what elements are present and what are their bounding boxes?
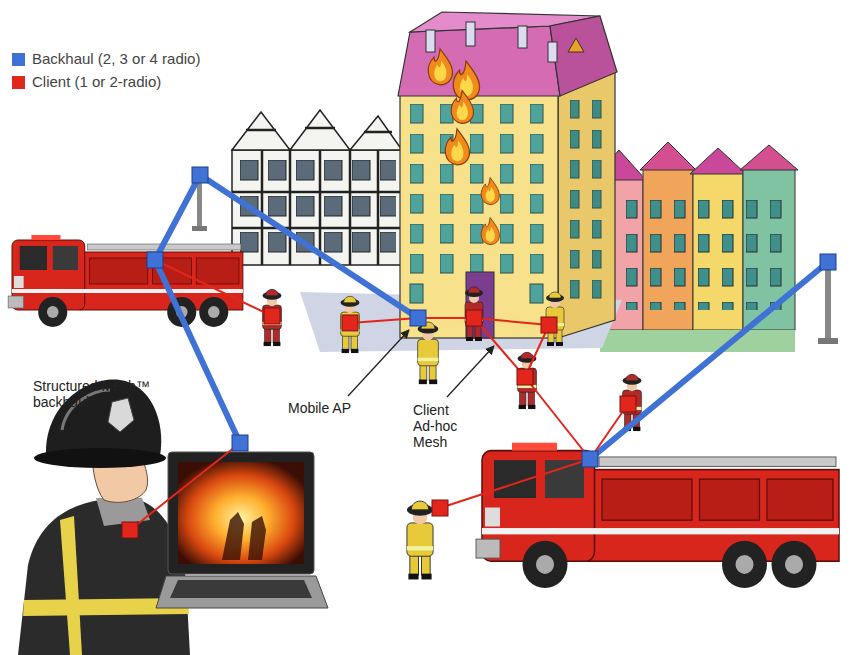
colorful-houses [602, 200, 790, 310]
firefighter [518, 352, 537, 409]
firefighter-portrait [34, 448, 166, 468]
burning-building [481, 218, 499, 245]
burning-building [410, 284, 423, 303]
burning-building [445, 129, 469, 165]
backhaul-radio [232, 435, 248, 451]
legend-text: Client (1 or 2-radio) [32, 73, 161, 91]
leader-arrow [348, 330, 409, 396]
fire-truck [8, 235, 243, 327]
leader-arrow [348, 330, 494, 397]
laptop [156, 576, 328, 608]
legend-entry: Backhaul (2, 3 or 4 radio) [12, 50, 200, 68]
callout-label: Mobile AP [288, 400, 378, 416]
firefighter-portrait [60, 516, 82, 655]
client-radio [122, 308, 636, 538]
burning-building [410, 104, 552, 274]
burning-building [453, 61, 479, 100]
client-link [130, 260, 628, 530]
client-radio [466, 310, 482, 326]
fire-truck [476, 443, 839, 588]
burning-building [428, 49, 452, 85]
callout-label: Client Ad-hoc Mesh [413, 402, 465, 450]
tudor-building [240, 160, 396, 260]
tudor-building [232, 110, 402, 265]
burning-building [530, 284, 543, 303]
firefighter-portrait [18, 380, 190, 655]
laptop [222, 512, 244, 560]
burning-building [518, 26, 527, 48]
street-lamp [192, 182, 838, 344]
burning-building [426, 30, 435, 52]
client-radio [122, 522, 138, 538]
colorful-houses [600, 330, 795, 352]
client-radio [432, 500, 448, 516]
colorful-houses [640, 142, 696, 170]
burning-building [466, 22, 475, 46]
street-lamp [192, 226, 207, 231]
backhaul-radio [192, 167, 208, 183]
backhaul-radio [147, 167, 836, 467]
leader-arrow [447, 346, 494, 397]
colorful-houses [592, 142, 798, 352]
firefighter [418, 322, 439, 384]
firefighter [407, 501, 433, 579]
laptop [170, 580, 312, 598]
laptop [156, 452, 328, 608]
firefighter [263, 289, 282, 346]
tudor-building [232, 150, 402, 265]
backhaul-radio [820, 254, 836, 270]
street-lamp [825, 270, 831, 340]
firefighter [263, 287, 642, 579]
legend-swatch [12, 76, 25, 89]
burning-building [568, 38, 584, 52]
client-link [130, 260, 628, 530]
firefighter [465, 287, 483, 341]
burning-building [398, 12, 617, 338]
burning-building [558, 72, 615, 338]
client-radio [264, 308, 280, 324]
laptop [248, 516, 266, 560]
backhaul-link [155, 175, 828, 459]
burning-building [481, 178, 499, 205]
burning-building [451, 90, 473, 123]
client-radio [342, 315, 358, 331]
legend-text: Backhaul (2, 3 or 4 radio) [32, 50, 200, 68]
client-radio [517, 369, 533, 385]
backhaul-radio [147, 252, 163, 268]
burning-building [548, 42, 557, 62]
backhaul-radio [410, 310, 426, 326]
street-lamp [818, 338, 838, 344]
backhaul-link [155, 175, 828, 459]
colorful-houses [690, 148, 746, 174]
street-lamp [197, 182, 202, 228]
client-radio [620, 396, 636, 412]
laptop [168, 452, 314, 574]
legend-entry: Client (1 or 2-radio) [12, 73, 161, 91]
firefighter-portrait [108, 398, 134, 432]
burning-building [550, 16, 617, 96]
backhaul-radio [582, 451, 598, 467]
callout-label: Structured Mesh™ backhaul [33, 378, 158, 410]
burning-building [400, 95, 558, 338]
fire-truck [8, 235, 839, 588]
client-radio [541, 317, 557, 333]
tudor-building [290, 110, 350, 150]
tudor-building [232, 128, 402, 265]
colorful-houses [740, 145, 798, 170]
firefighter [341, 296, 360, 353]
burning-building [570, 100, 610, 300]
legend-swatch [12, 53, 25, 66]
